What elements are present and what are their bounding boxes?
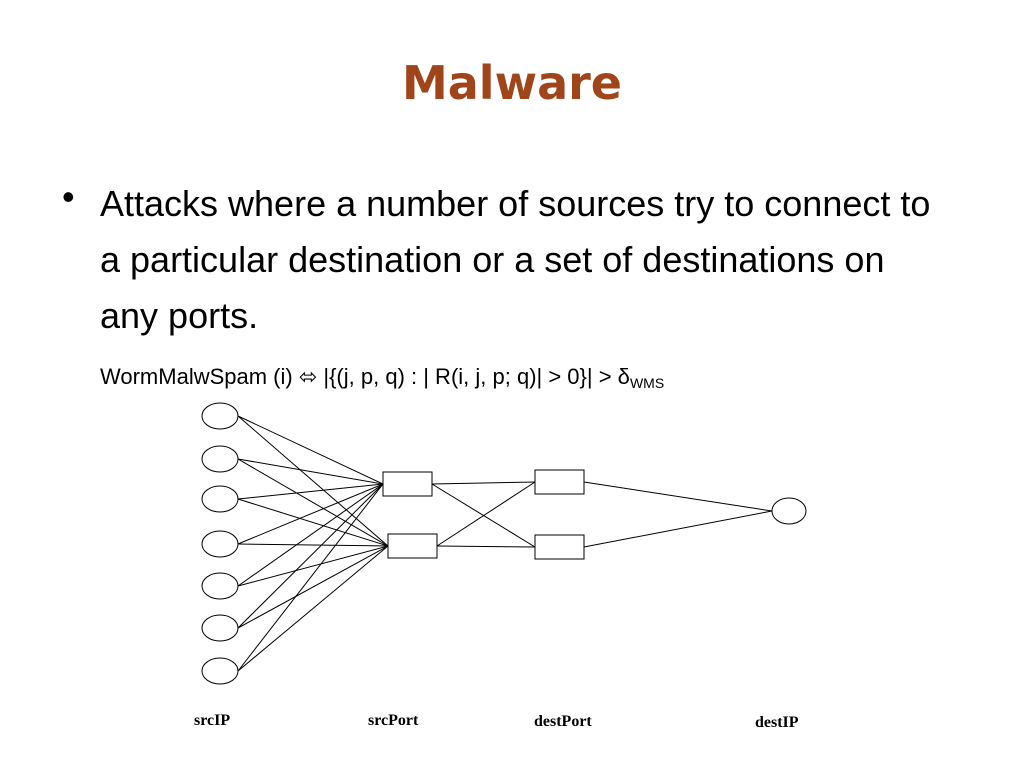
- src-port-node-2: [387, 533, 438, 559]
- label-src-port: srcPort: [368, 712, 419, 729]
- formula: WormMalwSpam (i) ⬄ |{(j, p, q) : | R(i, …: [100, 364, 664, 391]
- slide-title: Malware: [401, 56, 622, 110]
- edge-srcip-1-to-srcport-2: [237, 415, 389, 547]
- diagram-nodes: [201, 402, 807, 685]
- src-ip-node-3: [201, 485, 239, 513]
- src-ip-node-6: [201, 614, 239, 642]
- diagram-edges: [237, 415, 773, 672]
- edge-srcip-6-to-srcport-1: [237, 483, 384, 629]
- edge-srcip-4-to-srcport-1: [237, 483, 384, 545]
- src-ip-node-2: [201, 445, 239, 473]
- dest-port-node-2: [534, 534, 585, 560]
- label-dest-port: destPort: [534, 713, 592, 730]
- dest-ip-node: [771, 497, 807, 525]
- label-dest-ip: destIP: [755, 714, 799, 731]
- edge-srcip-6-to-srcport-2: [237, 545, 389, 629]
- label-src-ip: srcIP: [194, 712, 231, 729]
- src-ip-node-7: [201, 657, 239, 685]
- formula-main: WormMalwSpam (i) ⬄ |{(j, p, q) : | R(i, …: [100, 364, 630, 389]
- edge-destport-2-to-destip: [583, 510, 773, 548]
- edge-srcport-to-destport-2-1: [436, 481, 536, 547]
- edge-srcip-7-to-srcport-1: [237, 483, 384, 672]
- edge-destport-1-to-destip: [583, 481, 773, 512]
- bullet-marker: •: [62, 176, 75, 217]
- src-ip-node-4: [201, 530, 239, 558]
- edge-srcip-3-to-srcport-2: [237, 498, 389, 547]
- edge-srcport-to-destport-2-2: [436, 545, 536, 548]
- formula-subscript: WMS: [629, 375, 665, 391]
- src-ip-node-5: [201, 572, 239, 600]
- edge-srcip-4-to-srcport-2: [237, 543, 389, 547]
- edge-srcip-7-to-srcport-2: [237, 545, 389, 672]
- edge-srcip-1-to-srcport-1: [237, 415, 384, 485]
- src-port-node-1: [382, 471, 433, 497]
- src-ip-node-1: [201, 402, 239, 430]
- edge-srcip-3-to-srcport-1: [237, 483, 384, 500]
- edge-srcip-2-to-srcport-1: [237, 458, 384, 485]
- edge-srcip-2-to-srcport-2: [237, 458, 389, 547]
- dest-port-node-1: [534, 469, 585, 495]
- edge-srcport-to-destport-1-1: [431, 481, 536, 485]
- bullet-text: Attacks where a number of sources try to…: [100, 183, 931, 336]
- edge-srcip-5-to-srcport-1: [237, 483, 384, 587]
- edge-srcip-5-to-srcport-2: [237, 545, 389, 587]
